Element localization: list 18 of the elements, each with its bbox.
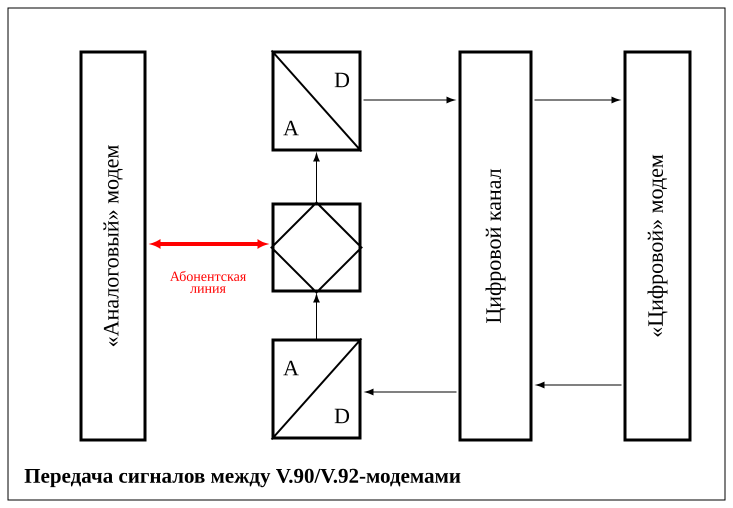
channel-box: Цифровой канал	[458, 50, 532, 442]
converter-letter: D	[334, 408, 350, 424]
converter-letter: A	[283, 360, 299, 376]
converter-letter: D	[334, 72, 350, 88]
arrow	[313, 294, 320, 339]
modem-box: «Аналоговый» модем	[80, 50, 146, 442]
converter-box	[270, 338, 362, 440]
arrow	[534, 96, 620, 104]
arrow	[536, 382, 622, 388]
modem-box: «Цифровой» модем	[624, 50, 692, 442]
edge-label: Абонентская линия	[170, 270, 246, 294]
arrow	[365, 388, 457, 396]
arrow	[363, 96, 455, 104]
caption: Передача сигналов между V.90/V.92-модемами	[24, 468, 460, 488]
arrow	[313, 153, 320, 203]
converter-box	[270, 50, 362, 152]
arrow	[152, 240, 266, 248]
converter-letter: A	[283, 120, 299, 136]
